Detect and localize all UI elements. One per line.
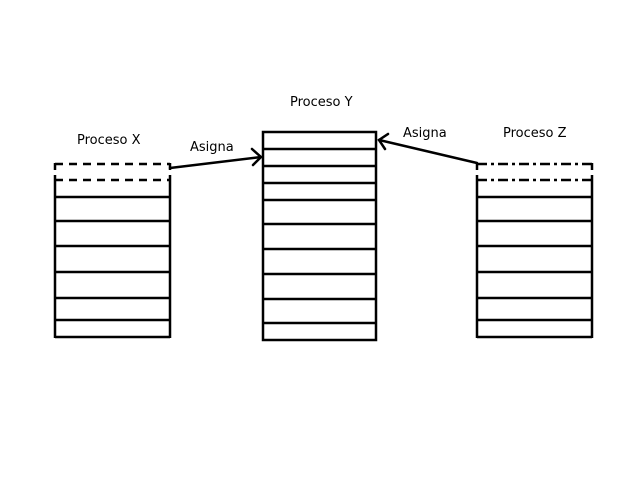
process-x-block [53,162,172,339]
process-z-block [475,162,594,339]
process-y-label: Proceso Y [290,95,353,110]
process-z-label: Proceso Z [503,126,567,141]
process-x-label: Proceso X [77,133,141,148]
arrow-z-to-y [377,132,479,165]
process-y-block [261,130,378,342]
arrow-x-to-y [168,147,263,170]
arrow-z-to-y-label: Asigna [403,126,447,141]
arrow-z-to-y-head [377,132,390,151]
process-y-frame [261,130,378,342]
arrow-x-to-y-shaft [168,155,263,170]
arrow-z-to-y-shaft [377,138,479,165]
arrow-x-to-y-head [250,147,263,167]
arrow-x-to-y-label: Asigna [190,140,234,155]
